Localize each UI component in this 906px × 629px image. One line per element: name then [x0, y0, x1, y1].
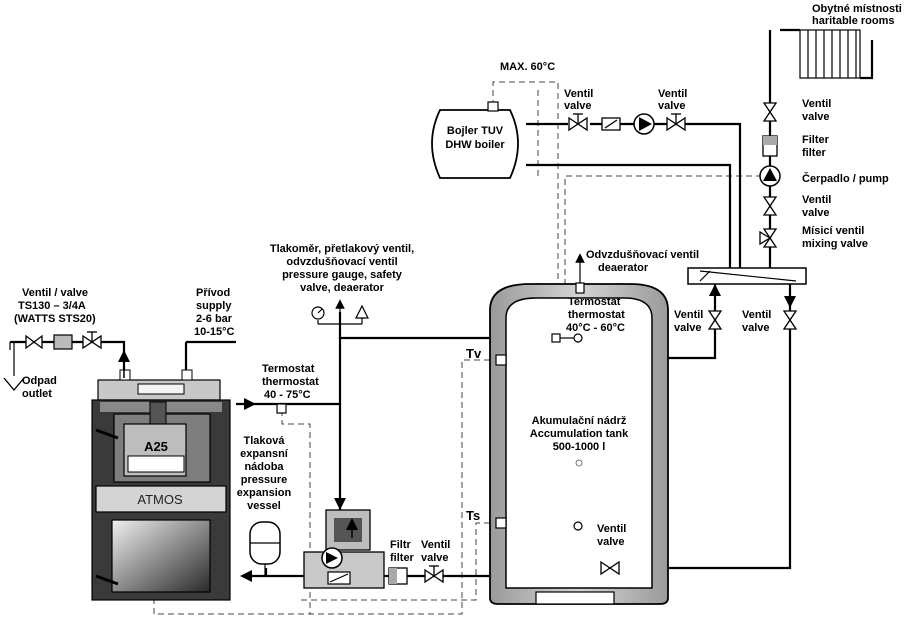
valve-icon — [707, 310, 723, 330]
supply-label-2: supply — [196, 300, 232, 312]
supply-label-4: 10-15°C — [194, 326, 235, 338]
valve-icon — [782, 310, 798, 330]
deaerator-label-cz: Odvzdušňovací ventil — [586, 249, 699, 261]
boiler-model-label: A25 — [144, 439, 168, 454]
mixing-valve-icon — [759, 228, 778, 248]
dhw-boiler — [431, 101, 519, 179]
valve-f-label-en: valve — [742, 322, 770, 334]
boiler-brand-label: ATMOS — [137, 492, 183, 507]
tank-label-vol: 500-1000 l — [553, 441, 606, 453]
tank-label-en: Accumulation tank — [530, 428, 629, 440]
inlet-label-1: Ventil / valve — [22, 287, 88, 299]
ts-label: Ts — [466, 508, 480, 523]
boiler-thermostat-icon — [276, 403, 287, 414]
deaerator-label-en: deaerator — [598, 262, 649, 274]
valve-a-label-en: valve — [564, 100, 592, 112]
gauge-label-1: Tlakoměr, přetlakový ventil, — [270, 243, 414, 255]
boiler-thermo-label-1: Termostat — [262, 363, 315, 375]
filter-icon — [388, 567, 408, 585]
valve-h-label-cz: Ventil — [597, 523, 626, 535]
check-valve-icon — [601, 117, 621, 131]
tank-label-cz: Akumulační nádrž — [532, 415, 627, 427]
valve-e-label-cz: Ventil — [674, 309, 703, 321]
valve-c-label-cz: Ventil — [802, 98, 831, 110]
valve-d-label-cz: Ventil — [802, 194, 831, 206]
exp-label-3: nádoba — [244, 461, 284, 473]
boiler-sensor-icon — [487, 101, 499, 112]
valve-icon — [568, 113, 588, 132]
tank-thermo-label-2: thermostat — [568, 309, 625, 321]
pump-icon — [633, 113, 655, 135]
filter-label-en: filter — [802, 147, 827, 159]
valve-e-label-en: valve — [674, 322, 702, 334]
boiler-thermo-label-2: thermostat — [262, 376, 319, 388]
gauge-label-2: odvzdušňovací ventil — [286, 256, 397, 268]
exp-label-4: pressure — [241, 474, 287, 486]
gauge-label-4: valve, deaerator — [300, 282, 384, 294]
valve-f-label-cz: Ventil — [742, 309, 771, 321]
max-temp-label: MAX. 60°C — [500, 61, 555, 73]
safety-valve-icon — [355, 304, 369, 319]
valve-icon — [762, 196, 778, 216]
valve-a-label-cz: Ventil — [564, 88, 593, 100]
tank-thermo-label-1: Termostat — [568, 296, 621, 308]
supply-label-1: Přívod — [196, 287, 230, 299]
rooms-label-en: haritable rooms — [812, 15, 895, 27]
pump-icon — [759, 165, 781, 187]
ts-sensor-icon — [495, 517, 507, 529]
outlet-label-cz: Odpad — [22, 375, 57, 387]
boiler-thermo-label-3: 40 - 75°C — [264, 389, 311, 401]
valve-b-label-cz: Ventil — [658, 88, 687, 100]
valve-icon — [666, 113, 686, 132]
valve-b-label-en: valve — [658, 100, 686, 112]
tv-sensor-icon — [495, 354, 507, 366]
exp-label-5: expansion — [237, 487, 292, 499]
valve-c-label-en: valve — [802, 111, 830, 123]
inlet-label-3: (WATTS STS20) — [14, 313, 96, 325]
valve-g-label-en: valve — [421, 552, 449, 564]
exp-label-2: expansní — [240, 448, 289, 460]
filtr-label-en: filter — [390, 552, 415, 564]
gauge-label-3: pressure gauge, safety — [282, 269, 403, 281]
expansion-vessel — [249, 521, 281, 576]
rooms-label-cz: Obytné místnosti — [812, 3, 902, 15]
valve-icon — [424, 565, 444, 584]
inlet-label-2: TS130 – 3/4A — [18, 300, 86, 312]
tv-label: Tv — [466, 346, 482, 361]
boiler-label-cz: Bojler TUV — [447, 125, 504, 137]
tank-thermo-label-3: 40°C - 60°C — [566, 322, 625, 334]
valve-g-label-cz: Ventil — [421, 539, 450, 551]
safety-group — [311, 299, 369, 325]
radiator — [799, 29, 861, 79]
atmos-boiler — [91, 369, 231, 601]
valve-h-label-en: valve — [597, 536, 625, 548]
pump-label: Čerpadlo / pump — [802, 172, 889, 185]
valve-icon — [600, 560, 620, 576]
accumulation-tank — [489, 282, 669, 605]
charging-unit — [303, 490, 385, 589]
valve-d-label-en: valve — [802, 207, 830, 219]
filter-label-cz: Filter — [802, 134, 830, 146]
filtr-label-cz: Filtr — [390, 539, 411, 551]
valve-icon — [762, 102, 778, 122]
inlet-valve-assembly — [3, 331, 102, 392]
outlet-label-en: outlet — [22, 388, 52, 400]
supply-label-3: 2-6 bar — [196, 313, 233, 325]
exp-label-1: Tlaková — [244, 435, 286, 447]
exp-label-6: vessel — [247, 500, 281, 512]
filter-icon — [762, 135, 778, 157]
mixing-label-cz: Mísicí ventil — [802, 225, 864, 237]
hydraulic-separator — [687, 267, 807, 285]
boiler-label-en: DHW boiler — [445, 139, 505, 151]
mixing-label-en: mixing valve — [802, 238, 868, 250]
